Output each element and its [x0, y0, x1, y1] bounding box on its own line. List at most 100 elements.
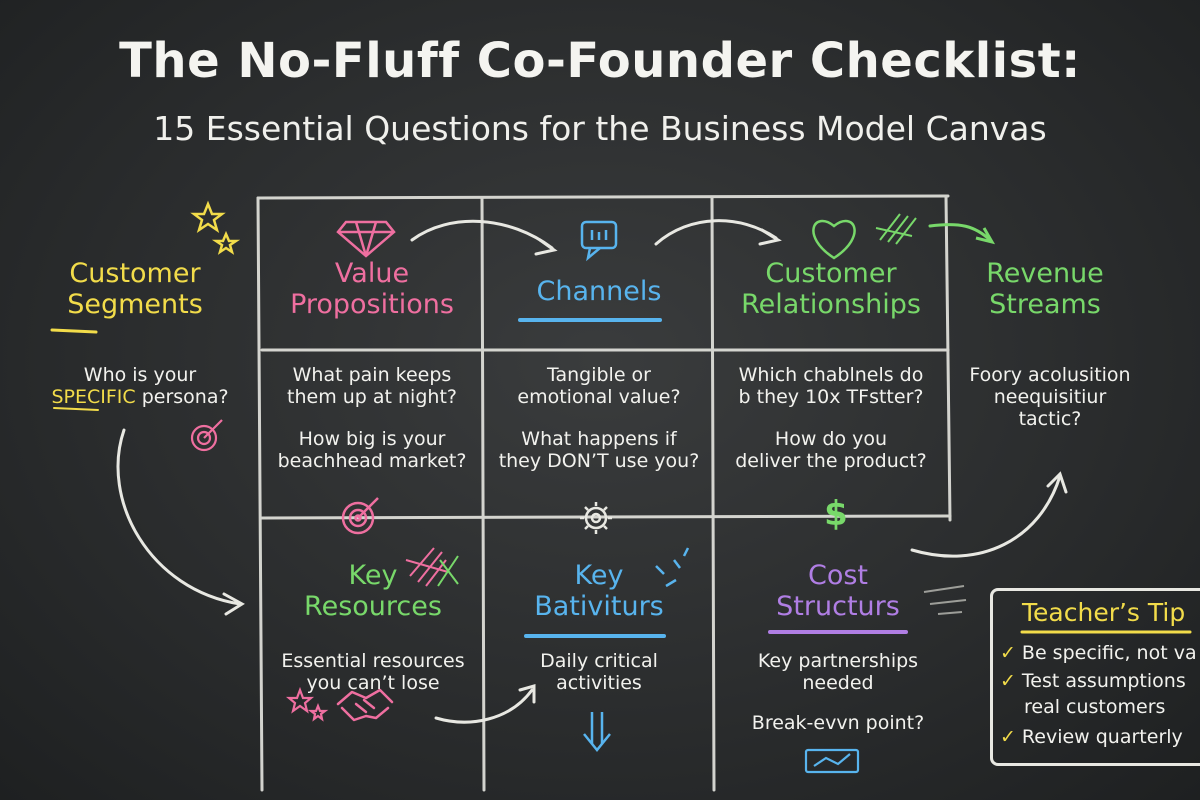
question-line: b they 10x TFstter?	[738, 386, 924, 409]
arrow-head	[534, 238, 558, 256]
question-line: Break-evvn point?	[751, 712, 925, 734]
heading-line-1: Customer	[765, 258, 897, 289]
question-line: Essential resources	[281, 650, 465, 672]
section-heading-revenue-streams: Revenue Streams	[960, 258, 1130, 321]
gear-icon	[580, 502, 612, 534]
arrow-segments-to-resources	[116, 428, 242, 606]
heading-line-1: Customer	[69, 258, 201, 289]
question-line: needed	[802, 672, 874, 695]
grid-col-1-line	[480, 196, 486, 792]
question-line: they DON’T use you?	[498, 450, 700, 473]
section-heading-key-resources: Key Resources	[264, 560, 482, 623]
arrow-head	[975, 227, 996, 245]
question-line: emotional value?	[517, 386, 681, 409]
question-acquisition: Foory acolusition neequisitiur tactic?	[955, 364, 1145, 430]
heading-line-2: Relationships	[741, 289, 921, 321]
heading-line-2: Resources	[304, 591, 442, 623]
question-pain: What pain keeps them up at night?	[262, 364, 482, 408]
heading-line-1: Cost	[807, 560, 869, 591]
question-line: Tangible or	[547, 364, 651, 386]
question-value-type: Tangible or emotional value?	[486, 364, 712, 408]
question-line: beachhead market?	[277, 450, 467, 473]
section-heading-value-propositions: Value Propositions	[262, 258, 482, 321]
chalk-scribble	[875, 213, 917, 245]
chalk-scribble-grey	[923, 585, 967, 615]
tip-text: Test assumptions	[1021, 670, 1186, 692]
heading-line-1: Channels	[536, 276, 662, 307]
heading-line-2: Structurs	[776, 591, 900, 623]
chalk-scribble-green	[437, 555, 459, 587]
question-word: persona?	[141, 386, 229, 409]
question-line: Daily critical	[540, 650, 658, 672]
arrow-channels-to-relationships	[654, 219, 778, 246]
question-channels: Which chablnels do b they 10x TFstter?	[716, 364, 946, 408]
tip-item: ✓Test assumptions	[1000, 670, 1186, 692]
heart-icon	[812, 219, 856, 260]
question-partnerships: Key partnerships needed	[720, 650, 956, 694]
arrow-value-to-channels	[410, 219, 554, 250]
sparkle-icon	[655, 547, 690, 588]
specific-underline	[53, 407, 99, 411]
arrow-head	[758, 228, 782, 246]
question-line: Foory acolusition	[969, 364, 1131, 386]
question-line: What pain keeps	[292, 364, 452, 386]
heading-line-1: Value	[334, 258, 410, 289]
handshake-icon	[336, 688, 394, 722]
heading-line-1: Revenue	[986, 258, 1104, 289]
heading-line-1: Key	[348, 560, 398, 591]
target-icon-middle	[341, 497, 379, 535]
question-line: neequisitiur	[993, 386, 1107, 409]
section-heading-key-activities: Key Bativiturs	[486, 560, 712, 623]
diamond-icon	[336, 220, 396, 258]
question-line: tactic?	[1018, 408, 1082, 431]
arrow-head	[222, 592, 245, 616]
question-resources: Essential resources you can’t lose	[258, 650, 488, 694]
question-who-persona: Who is your SPECIFIC persona?	[50, 364, 230, 408]
check-icon: ✓	[1000, 726, 1016, 748]
tip-text: Review quarterly	[1021, 726, 1183, 748]
heading-line-2: Bativiturs	[534, 591, 664, 623]
grid-left-line	[256, 196, 264, 792]
question-line: How big is your	[298, 428, 446, 450]
sparkle-stars-icon-pink	[285, 686, 329, 722]
arrow-relationships-to-revenue	[928, 223, 992, 242]
tip-item-continued: real customers	[1024, 696, 1166, 718]
section-heading-customer-segments: Customer Segments	[60, 258, 210, 321]
question-line: How do you	[774, 428, 888, 450]
question-line: Key partnerships	[757, 650, 919, 672]
segments-underline	[50, 328, 98, 334]
flow-arrows	[116, 219, 1068, 724]
question-dont-use: What happens if they DON’T use you?	[486, 428, 712, 472]
section-heading-cost-structure: Cost Structurs	[720, 560, 956, 623]
question-line-2: SPECIFIC persona?	[50, 386, 230, 408]
question-break-even: Break-evvn point?	[720, 712, 956, 734]
page-title: The No-Fluff Co-Founder Checklist:	[119, 33, 1081, 89]
grid-col-2-line	[710, 196, 716, 792]
question-deliver: How do you deliver the product?	[716, 428, 946, 472]
question-line: you can’t lose	[306, 672, 440, 695]
check-icon: ✓	[1000, 642, 1016, 664]
section-heading-channels: Channels	[486, 276, 712, 307]
section-heading-customer-relationships: Customer Relationships	[716, 258, 946, 321]
chalk-scribble-pink	[405, 547, 449, 587]
question-line: them up at night?	[287, 386, 457, 409]
chat-bubble-icon	[580, 220, 618, 262]
grid-top-line	[256, 194, 950, 200]
grid-right-line	[944, 194, 952, 522]
question-line: deliver the product?	[735, 450, 927, 473]
arrow-head	[1046, 471, 1068, 494]
question-activities: Daily critical activities	[486, 650, 712, 694]
down-arrow-icon	[583, 712, 611, 752]
page-subtitle: 15 Essential Questions for the Business …	[153, 109, 1047, 148]
sparkle-stars-icon	[190, 200, 241, 255]
heading-line-2: Streams	[989, 289, 1101, 321]
target-icon	[190, 419, 223, 452]
highlight-specific: SPECIFIC	[51, 386, 136, 409]
tip-item: ✓Be specific, not va	[1000, 642, 1197, 664]
arrow-cost-to-revenue	[910, 474, 1062, 558]
question-beachhead: How big is your beachhead market?	[262, 428, 482, 472]
question-line: Which chablnels do	[738, 364, 924, 386]
arrow-resources-to-activities	[434, 688, 534, 724]
heading-line-1: Key	[574, 560, 624, 591]
